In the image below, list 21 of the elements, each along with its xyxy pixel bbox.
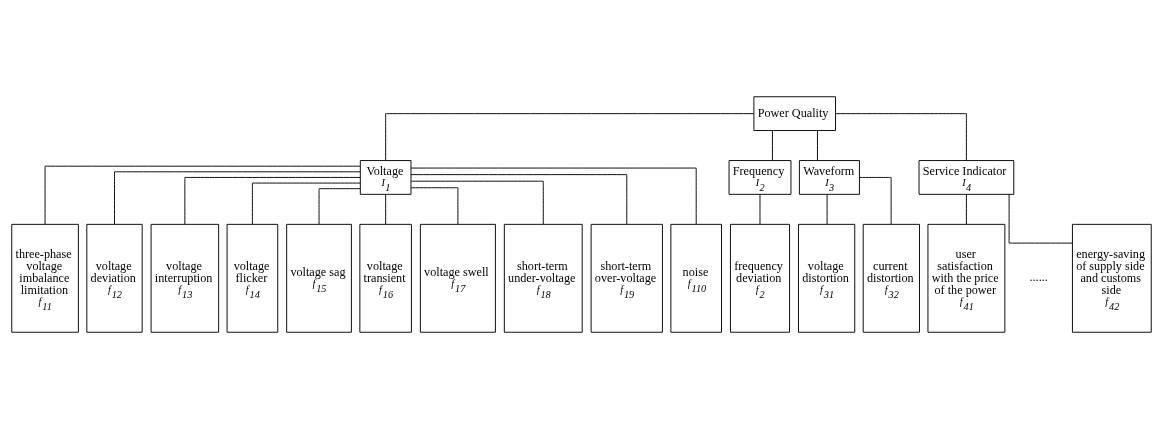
connector: [771, 130, 773, 161]
connector: [44, 165, 361, 225]
node-box: Power Quality: [753, 96, 836, 131]
connector: [318, 188, 361, 225]
label: ......: [1029, 270, 1048, 285]
connector: [410, 167, 697, 225]
connector: [817, 130, 818, 161]
connector: [251, 182, 361, 225]
connector: [759, 194, 761, 225]
connector: [410, 187, 459, 225]
connector: [184, 176, 361, 225]
connector: [1008, 193, 1073, 244]
connector: [835, 113, 967, 161]
connector: [114, 171, 361, 225]
connector: [859, 176, 892, 225]
connector: [385, 194, 387, 225]
connector: [410, 174, 628, 225]
connector: [826, 194, 828, 225]
connector: [410, 180, 544, 225]
connector: [385, 113, 755, 161]
connector: [965, 194, 967, 225]
